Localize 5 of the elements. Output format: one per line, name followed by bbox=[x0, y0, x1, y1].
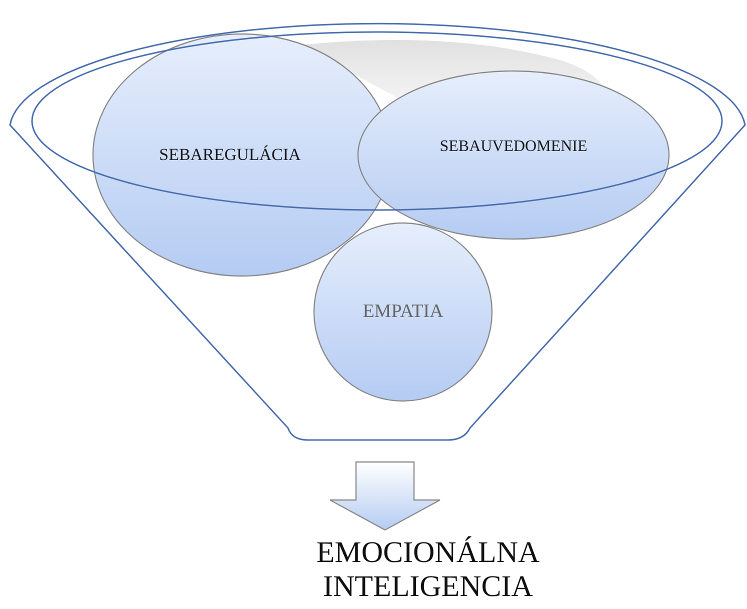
circle-label: SEBAUVEDOMENIE bbox=[440, 138, 588, 156]
down-arrow bbox=[329, 461, 441, 531]
circle-label: SEBAREGULÁCIA bbox=[159, 145, 301, 165]
result-label: EMOCIONÁLNA INTELIGENCIA bbox=[316, 536, 540, 603]
circle-label: EMPATIA bbox=[362, 301, 444, 323]
